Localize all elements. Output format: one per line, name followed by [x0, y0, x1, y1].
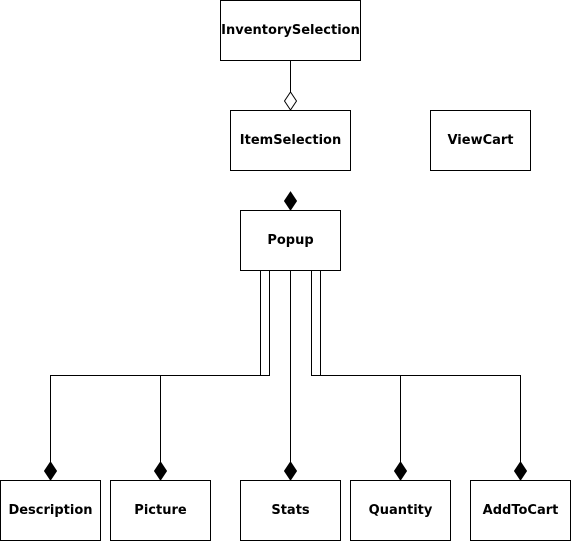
class-view-cart[interactable]: ViewCart	[430, 110, 531, 171]
composition-diamond	[43, 461, 58, 481]
composition-edge	[311, 270, 401, 462]
composition-diamond	[283, 191, 298, 211]
composition-diamond	[153, 461, 168, 481]
composition-diamond	[513, 461, 528, 481]
class-label: Popup	[267, 233, 314, 248]
class-label: Stats	[271, 503, 310, 518]
composition-edge	[320, 270, 521, 462]
class-label: Quantity	[368, 503, 433, 518]
class-item-selection[interactable]: ItemSelection	[230, 110, 351, 171]
composition-diamond	[283, 461, 298, 481]
class-description[interactable]: Description	[0, 480, 101, 541]
composition-diamond	[393, 461, 408, 481]
class-label: Description	[8, 503, 93, 518]
aggregation-diamond	[283, 91, 298, 111]
class-label: AddToCart	[482, 503, 559, 518]
class-picture[interactable]: Picture	[110, 480, 211, 541]
class-label: Picture	[134, 503, 187, 518]
class-add-to-cart[interactable]: AddToCart	[470, 480, 571, 541]
class-quantity[interactable]: Quantity	[350, 480, 451, 541]
class-popup[interactable]: Popup	[240, 210, 341, 271]
class-label: InventorySelection	[221, 23, 360, 38]
class-inventory-selection[interactable]: InventorySelection	[220, 0, 361, 61]
composition-edge	[160, 270, 270, 462]
class-stats[interactable]: Stats	[240, 480, 341, 541]
class-label: ViewCart	[447, 133, 514, 148]
composition-edge	[50, 270, 261, 462]
class-label: ItemSelection	[239, 133, 342, 148]
